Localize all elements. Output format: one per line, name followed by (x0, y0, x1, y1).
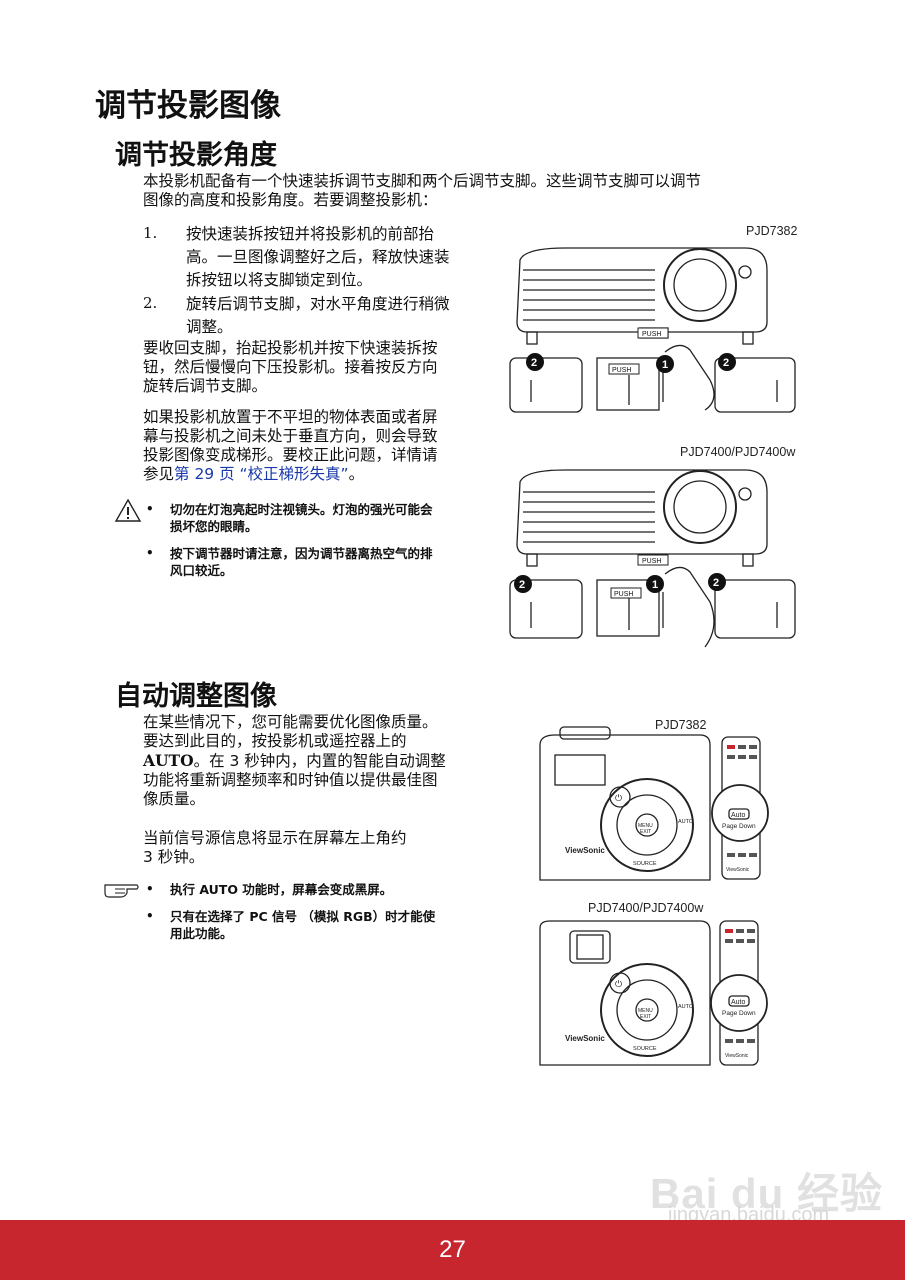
warning-note-2: 按下调节器时请注意，因为调节器离热空气的排 风口较近。 (170, 545, 433, 579)
callout-2: 2 (713, 577, 719, 589)
keypad-remote-figure-2: ⏻ MENU EXIT SOURCE AUTO ViewSonic Auto P… (539, 920, 768, 1066)
step-2-text: 旋转后调节支脚，对水平角度进行稍微 调整。 (186, 293, 450, 339)
auto-key-label: AUTO (678, 1004, 694, 1010)
brand-logo: ViewSonic (565, 846, 605, 855)
step-line: 调整。 (186, 318, 233, 336)
push-label: PUSH (614, 591, 633, 598)
keystone-paragraph: 如果投影机放置于不平坦的物体表面或者屏 幕与投影机之间未处于垂直方向，则会导致 … (143, 408, 438, 484)
text-line: 要收回支脚，抬起投影机并按下快速装拆按 (143, 339, 438, 357)
text-line: 功能将重新调整频率和时钟值以提供最佳图 (143, 771, 438, 789)
figure-caption: PJD7400/PJD7400w (588, 901, 704, 915)
pointing-hand-icon (104, 884, 139, 898)
callout-1: 1 (652, 579, 658, 591)
note-line: 风口较近。 (170, 563, 233, 578)
auto-paragraph: 在某些情况下，您可能需要优化图像质量。 要达到此目的，按投影机或遥控器上的 AU… (143, 713, 446, 809)
callout-1: 1 (662, 359, 668, 371)
figure-caption: PJD7382 (655, 718, 707, 732)
text-line: AUTO。在 3 秒钟内，内置的智能自动调整 (143, 751, 446, 771)
text-line: 如果投影机放置于不平坦的物体表面或者屏 (143, 408, 438, 426)
retract-paragraph: 要收回支脚，抬起投影机并按下快速装拆按 钮，然后慢慢向下压投影机。接着按反方向 … (143, 339, 438, 396)
text-line: 像质量。 (143, 790, 206, 808)
step-line: 旋转后调节支脚，对水平角度进行稍微 (186, 295, 450, 313)
svg-text:⏻: ⏻ (615, 979, 622, 989)
text-span: 。在 3 秒钟内，内置的智能自动调整 (193, 752, 446, 770)
text-line: 投影图像变成梯形。要校正此问题，详情请 (143, 446, 438, 464)
exit-key-label: EXIT (640, 829, 651, 835)
svg-text:⏻: ⏻ (615, 793, 622, 803)
step-number: 1. (143, 224, 158, 242)
section-intro: 本投影机配备有一个快速装拆调节支脚和两个后调节支脚。这些调节支脚可以调节 图像的… (143, 172, 813, 210)
note-line: 只有在选择了 PC 信号 （模拟 RGB）时才能使 (170, 909, 436, 924)
push-label: PUSH (642, 558, 661, 565)
push-label: PUSH (642, 331, 661, 338)
text-line: 在某些情况下，您可能需要优化图像质量。 (143, 713, 438, 731)
text-line: 参见第 29 页 “校正梯形失真”。 (143, 465, 438, 484)
source-key-label: SOURCE (633, 861, 657, 867)
bullet: • (146, 502, 154, 516)
step-line: 拆按钮以将支脚锁定到位。 (186, 271, 373, 289)
remote-brand: ViewSonic (725, 1053, 749, 1059)
auto-button-label: Auto (731, 999, 746, 1006)
auto-note-2: 只有在选择了 PC 信号 （模拟 RGB）时才能使 用此功能。 (170, 908, 435, 942)
warning-note-1: 切勿在灯泡亮起时注视镜头。灯泡的强光可能会 损坏您的眼睛。 (170, 501, 433, 535)
page-title: 调节投影图像 (95, 88, 281, 124)
page-down-label: Page Down (722, 823, 756, 830)
note-line: 切勿在灯泡亮起时注视镜头。灯泡的强光可能会 (170, 502, 433, 517)
page-number: 27 (439, 1236, 466, 1263)
remote-brand: ViewSonic (726, 867, 750, 873)
bullet: • (146, 546, 154, 560)
text-line: 要达到此目的，按投影机或遥控器上的 (143, 732, 407, 750)
text-line: 旋转后调节支脚。 (143, 377, 268, 395)
step-line: 高。一旦图像调整好之后，释放快速装 (186, 248, 450, 266)
note-line: 按下调节器时请注意，因为调节器离热空气的排 (170, 546, 433, 561)
bullet: • (146, 909, 154, 923)
footer-bar (0, 1220, 905, 1280)
callout-2: 2 (531, 357, 537, 369)
figure-caption: PJD7400/PJD7400w (680, 445, 796, 459)
menu-key-label: MENU (638, 823, 653, 829)
step-number: 2. (143, 294, 158, 312)
note-line: 用此功能。 (170, 926, 233, 941)
auto-button-label: Auto (731, 812, 746, 819)
projector-feet-figure-2: PUSH PUSH 2 1 2 (509, 469, 796, 648)
text-line: 当前信号源信息将显示在屏幕左上角约 (143, 829, 407, 847)
ref-suffix: 。 (348, 465, 365, 483)
intro-line: 本投影机配备有一个快速装拆调节支脚和两个后调节支脚。这些调节支脚可以调节 (143, 172, 702, 190)
menu-key-label: MENU (638, 1008, 653, 1014)
auto-keyword: AUTO (143, 751, 194, 770)
text-line: 幕与投影机之间未处于垂直方向，则会导致 (143, 427, 438, 445)
step-1-text: 按快速装拆按钮并将投影机的前部抬 高。一旦图像调整好之后，释放快速装 拆按钮以将… (186, 223, 450, 292)
figure-caption: PJD7382 (746, 224, 798, 238)
intro-line: 图像的高度和投影角度。若要调整投影机： (143, 191, 438, 209)
keypad-remote-figure-1: ⏻ MENU EXIT SOURCE AUTO ViewSonic Auto P… (539, 726, 769, 881)
callout-2: 2 (519, 579, 525, 591)
callout-2: 2 (723, 357, 729, 369)
exit-key-label: EXIT (640, 1014, 651, 1020)
note-line: 执行 AUTO 功能时，屏幕会变成黑屏。 (170, 882, 393, 897)
ref-prefix: 参见 (143, 465, 175, 483)
projector-feet-figure-1: PUSH PUSH 2 1 2 (509, 247, 796, 413)
brand-logo: ViewSonic (565, 1034, 605, 1043)
source-info-paragraph: 当前信号源信息将显示在屏幕左上角约 3 秒钟。 (143, 829, 407, 867)
bullet: • (146, 882, 154, 896)
keystone-page-link[interactable]: 第 29 页 “校正梯形失真” (174, 465, 349, 483)
page-down-label: Page Down (722, 1010, 756, 1017)
baidu-watermark-logo: Bai du 经验 (650, 1170, 884, 1217)
step-line: 按快速装拆按钮并将投影机的前部抬 (186, 225, 435, 243)
source-key-label: SOURCE (633, 1046, 657, 1052)
push-label: PUSH (612, 367, 631, 374)
section-heading-angle: 调节投影角度 (115, 140, 277, 171)
text-line: 钮，然后慢慢向下压投影机。接着按反方向 (143, 358, 438, 376)
note-line: 损坏您的眼睛。 (170, 519, 258, 534)
auto-key-label: AUTO (678, 819, 694, 825)
auto-note-1: 执行 AUTO 功能时，屏幕会变成黑屏。 (170, 881, 392, 898)
warning-icon (114, 498, 142, 522)
section-heading-auto: 自动调整图像 (115, 681, 277, 712)
text-line: 3 秒钟。 (143, 848, 205, 866)
